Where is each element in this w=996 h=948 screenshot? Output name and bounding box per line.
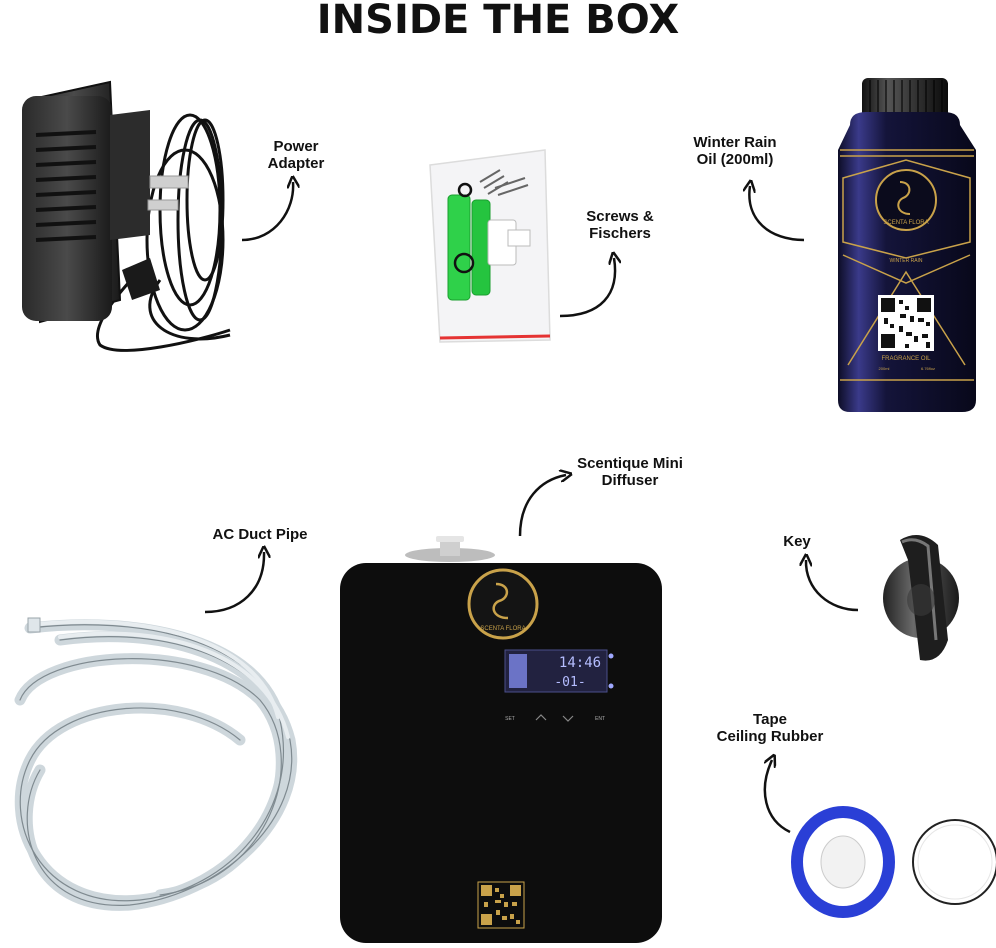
power-adapter-image [22,80,231,352]
key-image [883,535,959,661]
page-title: INSIDE THE BOX [316,0,680,43]
bottle-product: FRAGRANCE OIL [881,356,931,362]
diffuser-brand: SCENTA FLORA [480,626,525,632]
label-key: Key [783,533,811,550]
diffuser-display-time: 14:46 [559,655,601,671]
tape-ceiling-rubber-image [791,806,996,918]
arrow-power-adapter [241,182,293,242]
label-ac-duct-pipe: AC Duct Pipe [212,526,308,543]
diffuser-down-icon [562,715,574,722]
label-scentique-mini-diffuser: Scentique Mini Diffuser [577,455,683,489]
label-power-adapter: Power Adapter [267,138,325,172]
arrow-winter-rain [749,186,805,242]
bottle-brand: SCENTA FLORA [883,220,928,226]
label-tape-ceiling-rubber: Tape Ceiling Rubber [716,711,824,745]
winter-rain-oil-bottle: SCENTA FLORA WINTER RAIN FRAGRANCE OIL 2… [838,78,976,412]
screws-fischers-image [429,149,551,343]
diffuser-set-button: SET [505,716,515,722]
arrow-key [806,560,859,612]
diffuser-ent-button: ENT [595,716,605,722]
arrow-screws-fischers [559,258,615,318]
bottle-volume-ml: 200ml [879,366,890,371]
scentique-mini-diffuser-image: SCENTA FLORA 14:46 -01- SET ENT [340,536,662,943]
label-winter-rain-oil: Winter Rain Oil (200ml) [693,134,777,168]
label-screws-fischers: Screws & Fischers [586,208,654,242]
arrow-diffuser [518,475,566,537]
ac-duct-pipe-image [14,617,298,911]
diffuser-up-icon [535,714,547,721]
arrow-tape [765,760,791,834]
diffuser-display-mode: -01- [554,675,585,690]
arrow-duct-pipe [204,552,264,614]
bottle-variant: WINTER RAIN [889,258,922,264]
bottle-volume-oz: 6.76floz [921,366,935,371]
